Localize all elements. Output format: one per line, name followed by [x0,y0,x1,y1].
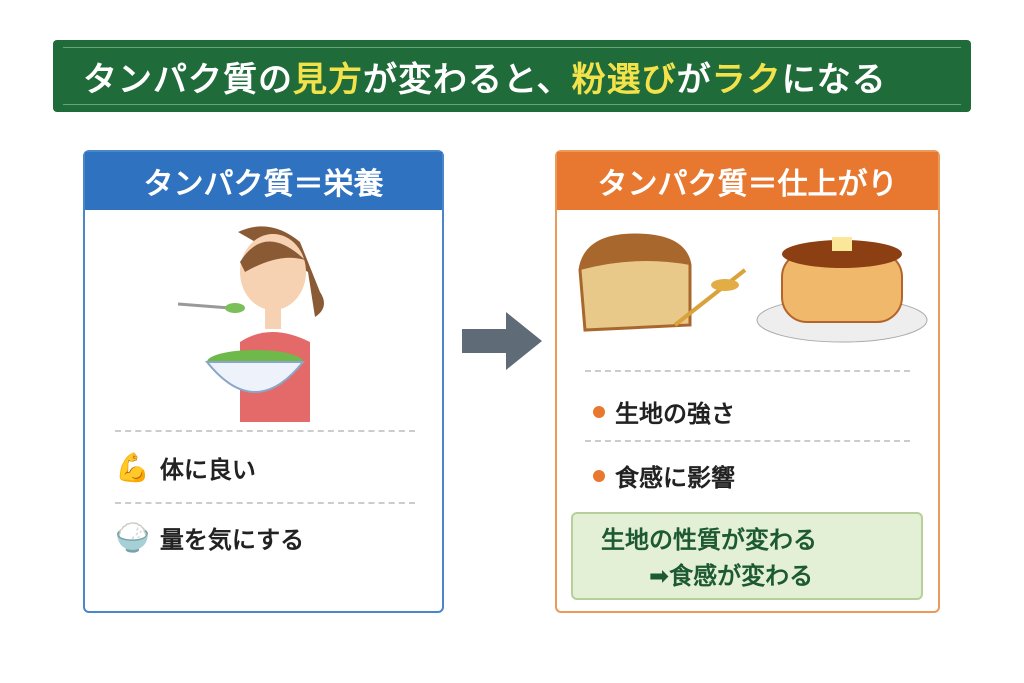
list-item: 食感に影響 [593,458,735,493]
list-item: 生地の強さ [593,394,735,429]
divider [585,370,910,372]
bullet-icon [593,469,605,482]
muscle-icon: 💪 [115,451,150,484]
title-banner: タンパク質の見方が変わると、粉選びがラクになる [53,40,971,112]
summary-note: 生地の性質が変わる ➡食感が変わる [571,512,923,600]
divider [115,502,415,504]
rice-bowl-icon: 🍚 [115,521,150,554]
list-item: 💪 体に良い [115,451,256,484]
arrow-right-icon [462,312,542,370]
nutrition-heading: タンパク質＝栄養 [85,152,442,210]
title-text: タンパク質の見方が変わると、粉選びがラクになる [83,59,887,100]
bullet-icon [593,405,605,418]
nutrition-card: タンパク質＝栄養 💪 体に良い 🍚 量を気にする [83,150,444,613]
list-item: 🍚 量を気にする [115,521,305,554]
finish-heading: タンパク質＝仕上がり [557,152,938,210]
bread-wheat-illustration [578,233,747,332]
woman-eating-salad-illustration [177,226,324,422]
divider [115,430,415,432]
arrow-right-icon: ➡ [649,562,670,590]
pancakes-illustration [756,237,928,343]
divider [585,440,910,442]
finish-card: タンパク質＝仕上がり 生地の強さ 食感に影響 生地の性質が変わる ➡食感が変わる [555,150,940,613]
